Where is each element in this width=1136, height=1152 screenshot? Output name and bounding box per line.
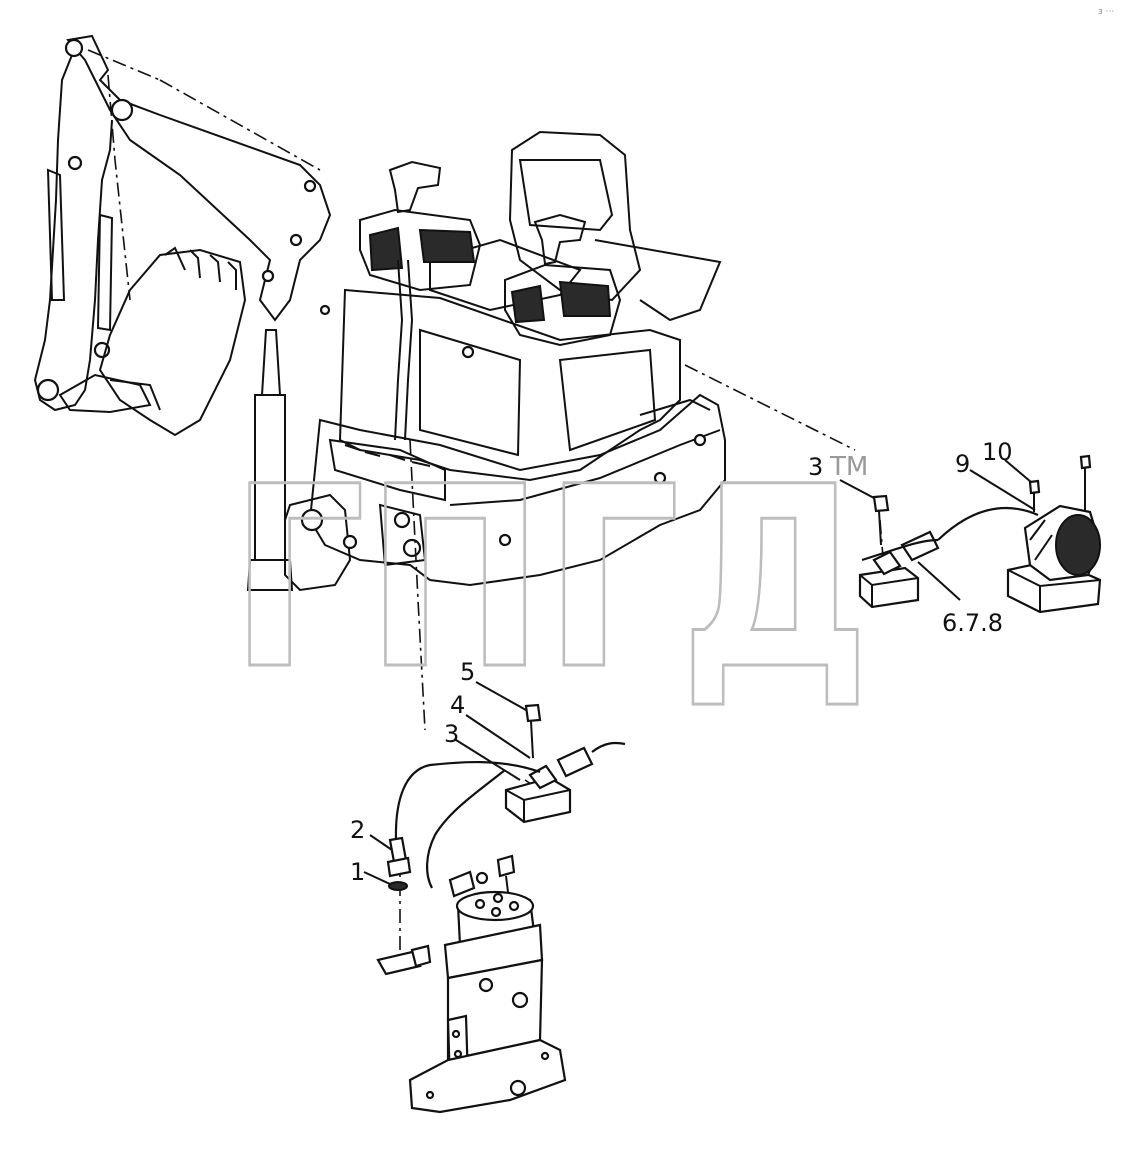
beeper-drawing xyxy=(839,454,1102,614)
callout-3-center: 3 xyxy=(444,720,459,748)
callout-1: 1 xyxy=(350,858,365,886)
callout-6-7-8: 6.7.8 xyxy=(942,609,1003,637)
callout-2: 2 xyxy=(350,816,365,844)
callout-4: 4 xyxy=(450,691,465,719)
excavator-drawing xyxy=(33,34,726,592)
watermark-text: ГПГД xyxy=(230,433,870,724)
swivel-joint-drawing xyxy=(408,890,567,1114)
callout-10: 10 xyxy=(982,438,1013,466)
corner-mark: з ··· xyxy=(1098,7,1114,17)
watermark-trademark: TM xyxy=(829,452,868,482)
pressure-switch-drawing xyxy=(363,681,626,1114)
callout-3-right: 3 xyxy=(808,453,823,481)
callout-9: 9 xyxy=(955,450,970,478)
watermark: ГПГД TM xyxy=(229,432,872,726)
callout-labels: 1 2 3 3 4 5 6.7.8 9 10 xyxy=(350,438,1013,886)
callout-5: 5 xyxy=(460,658,475,686)
